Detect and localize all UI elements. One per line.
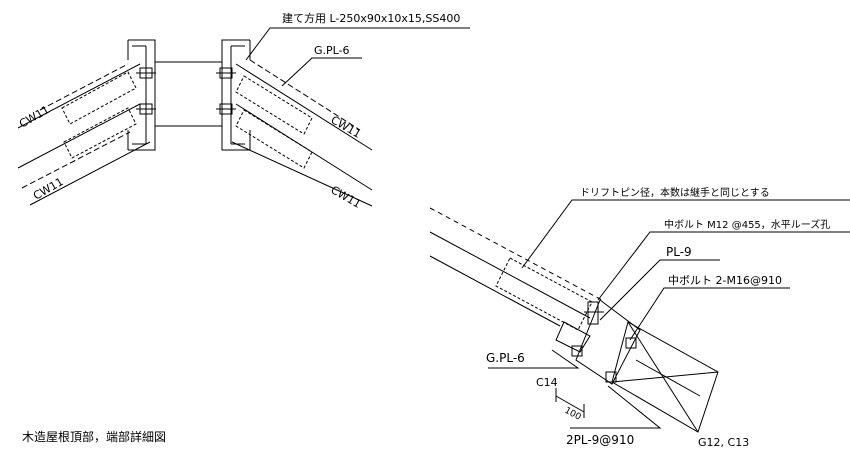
member-label-1: CW11 xyxy=(17,103,52,131)
right-rafters xyxy=(231,59,373,207)
top-bolts xyxy=(136,67,236,115)
pl9-label: PL-9 xyxy=(666,245,692,259)
g12-beam xyxy=(611,321,719,433)
bottom-rafter xyxy=(429,207,603,353)
pl9-pair-label: 2PL-9@910 xyxy=(566,433,634,447)
left-channel-section xyxy=(127,39,156,151)
gpl6-label: G.PL-6 xyxy=(486,351,525,365)
bolt-note-2: 中ボルト 2-M16@910 xyxy=(668,274,782,287)
column-label: 建て方用 L-250x90x10x15,SS400 xyxy=(282,11,460,25)
member-label-2: CW11 xyxy=(31,175,66,203)
bolt-note-1: 中ボルト M12 @455，水平ルーズ孔 xyxy=(664,218,830,231)
member-label-4: CW11 xyxy=(329,183,364,211)
g12-label: G12, C13 xyxy=(698,436,749,449)
plate-label-top: G.PL-6 xyxy=(314,44,350,57)
left-rafters xyxy=(17,63,151,206)
c14-label: C14 xyxy=(536,376,558,389)
right-channel-section xyxy=(221,39,251,151)
member-label-3: CW11 xyxy=(329,113,364,141)
drift-pin-note: ドリフトピン径，本数は継手と同じとする xyxy=(580,186,770,199)
drawing-caption: 木造屋根頂部，端部詳細図 xyxy=(22,430,167,444)
dimension-100: 100 xyxy=(563,406,583,423)
end-plate xyxy=(571,299,641,385)
